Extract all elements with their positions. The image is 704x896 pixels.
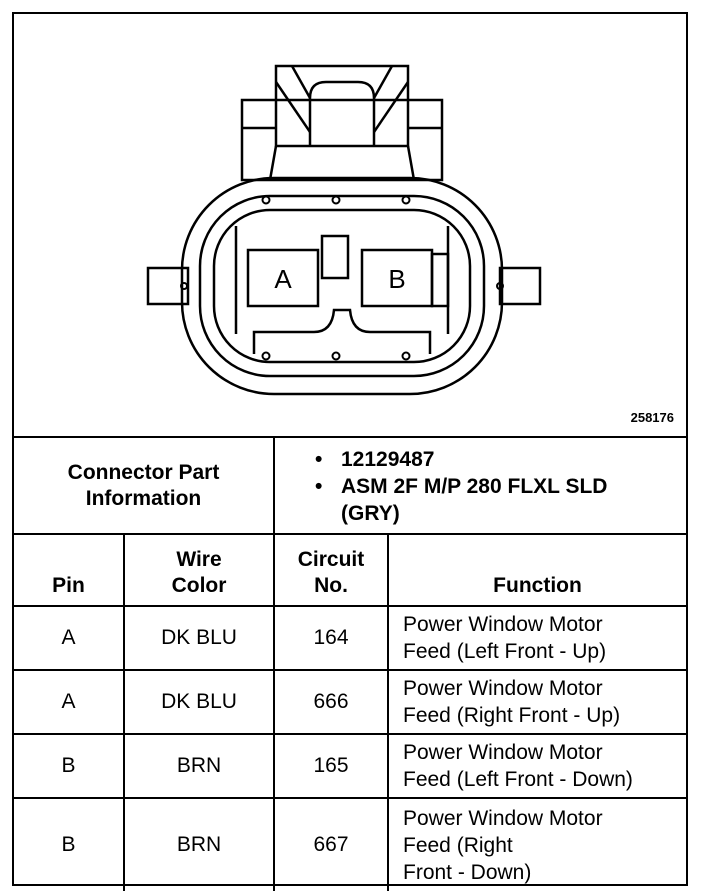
header-pin: Pin — [14, 533, 125, 607]
header-wire-color: Wire Color — [123, 533, 275, 607]
table-header-row: Pin Wire Color Circuit No. Function — [14, 533, 686, 607]
connector-diagram: A B 258176 — [14, 14, 686, 438]
cell-wire-color: DK BLU — [123, 669, 275, 735]
cell-pin: B — [14, 797, 125, 891]
right-ear — [498, 266, 542, 306]
connector-sheet: A B 258176 Connector Part Information 12… — [12, 12, 688, 891]
latch-slot — [308, 80, 376, 146]
connector-drawing: A B — [146, 64, 542, 396]
connector-info-list: 12129487 ASM 2F M/P 280 FLXL SLD (GRY) — [273, 438, 686, 535]
cell-circuit: 164 — [273, 605, 389, 671]
lower-key — [252, 308, 432, 354]
latch-tab — [274, 64, 410, 148]
cell-pin: A — [14, 605, 125, 671]
info-item-part-number: 12129487 — [315, 446, 686, 473]
figure-number: 258176 — [630, 410, 674, 425]
latch-base — [240, 98, 444, 182]
cell-wire-color: DK BLU — [123, 605, 275, 671]
cell-wire-color: BRN — [123, 733, 275, 799]
cell-circuit: 165 — [273, 733, 389, 799]
connector-table: Connector Part Information 12129487 ASM … — [14, 438, 686, 891]
cell-circuit: 666 — [273, 669, 389, 735]
center-key — [320, 234, 350, 280]
cell-wire-color: BRN — [123, 797, 275, 891]
header-circuit-no: Circuit No. — [273, 533, 389, 607]
pin-a-cavity — [246, 248, 320, 308]
housing-cavity — [212, 208, 472, 364]
connector-info-label: Connector Part Information — [14, 438, 275, 535]
housing-inner — [198, 194, 486, 378]
pin-b-label: B — [388, 264, 405, 294]
cell-circuit: 667 — [273, 797, 389, 891]
info-item-description: ASM 2F M/P 280 FLXL SLD (GRY) — [315, 473, 621, 527]
header-function: Function — [387, 533, 686, 607]
pin-a-label: A — [274, 264, 292, 294]
connector-info-row: Connector Part Information 12129487 ASM … — [14, 438, 686, 535]
info-label-text: Connector Part Information — [67, 460, 220, 510]
cell-pin: A — [14, 669, 125, 735]
cell-pin: B — [14, 733, 125, 799]
